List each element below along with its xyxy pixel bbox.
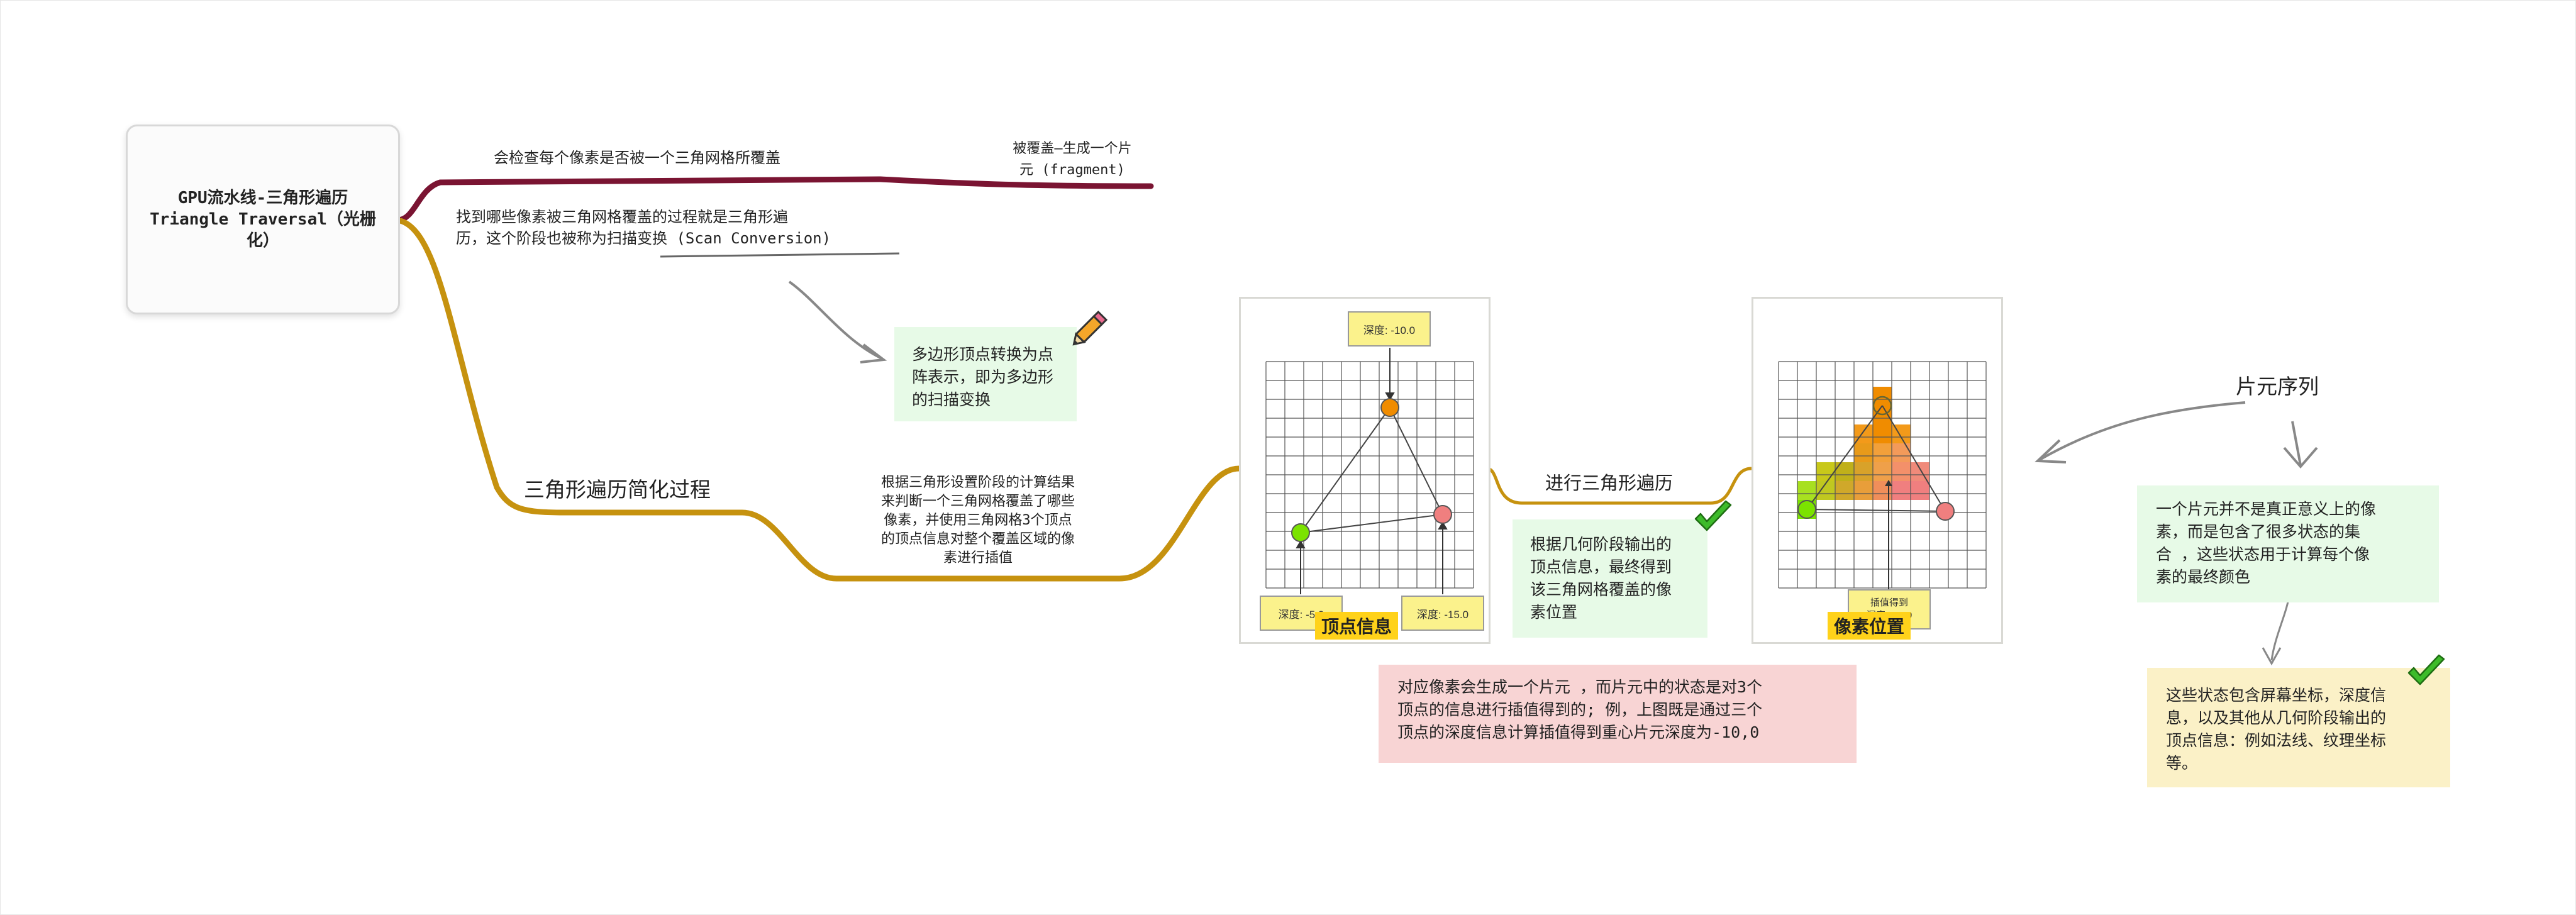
branch-bottom-title[interactable]: 三角形遍历简化过程 xyxy=(524,477,711,502)
note-states-line4: 等。 xyxy=(2166,754,2198,772)
note-states-line3: 顶点信息：例如法线、纹理坐标 xyxy=(2166,731,2387,750)
root-title-line3: 化） xyxy=(246,231,279,250)
pencil-icon xyxy=(1072,310,1108,346)
vertex-triangle-diagram xyxy=(1265,348,1474,594)
pixel-position-caption: 像素位置 xyxy=(1828,612,1911,640)
note-polygon-line1: 多边形顶点转换为点 xyxy=(912,345,1054,363)
covered-pixels xyxy=(1797,387,1929,519)
note-fragment-states[interactable]: 这些状态包含屏幕坐标，深度信 息，以及其他从几何阶段输出的 顶点信息：例如法线、… xyxy=(2147,668,2450,787)
note-geometry-line3: 该三角网格覆盖的像 xyxy=(1530,580,1672,599)
note-states-line1: 这些状态包含屏幕坐标，深度信 xyxy=(2166,686,2387,704)
pixel-position-image: 插值得到 深度: -10.0 像素位置 xyxy=(1752,297,2003,644)
branch-bottom-desc3: 像素，并使用三角网格3个顶点 xyxy=(884,513,1072,528)
checkmark-icon xyxy=(1694,500,1732,531)
vertex-info-image: 深度: -10.0 深度: -5.0 深度: -15.0 顶点信息 xyxy=(1239,297,1491,644)
arrow-fragment-down xyxy=(2291,421,2302,466)
arrow-to-polygon-note xyxy=(788,280,882,360)
branch-mid-underline xyxy=(660,252,900,258)
vertex-top xyxy=(1380,398,1399,417)
note-fragment-line4: 素的最终颜色 xyxy=(2156,568,2251,586)
note-polygon-line2: 阵表示，即为多边形 xyxy=(912,368,1054,386)
root-title-line1: GPU流水线-三角形遍历 xyxy=(177,189,348,208)
root-title-line2: Triangle Traversal（光栅 xyxy=(150,210,376,229)
branch-mid-line2: 历，这个阶段也被称为扫描变换 (Scan Conversion) xyxy=(456,230,831,247)
branch-top-child[interactable]: 被覆盖—生成一个片 元 (fragment) xyxy=(981,138,1163,181)
branch-top-label[interactable]: 会检查每个像素是否被一个三角网格所覆盖 xyxy=(494,149,780,167)
depth-label-right: 深度: -15.0 xyxy=(1401,596,1484,631)
traversal-connector xyxy=(1486,467,1752,505)
fragment-sequence-title[interactable]: 片元序列 xyxy=(2236,374,2319,399)
branch-bottom-desc1: 根据三角形设置阶段的计算结果 xyxy=(880,475,1075,491)
branch-bottom-desc4: 的顶点信息对整个覆盖区域的像 xyxy=(880,531,1075,547)
branch-mid-line1: 找到哪些像素被三角网格覆盖的过程就是三角形遍 xyxy=(456,208,788,226)
interpolated-label-line1: 插值得到 xyxy=(1870,597,1908,608)
root-topic-node[interactable]: GPU流水线-三角形遍历 Triangle Traversal（光栅 化） xyxy=(126,125,400,314)
note-pink-line2: 顶点的信息进行插值得到的; 例，上图既是通过三个 xyxy=(1397,701,1763,719)
branch-bottom-desc2: 来判断一个三角网格覆盖了哪些 xyxy=(880,494,1075,509)
note-fragment-line1: 一个片元并不是真正意义上的像 xyxy=(2156,500,2377,518)
note-geometry-line2: 顶点信息，最终得到 xyxy=(1530,558,1672,576)
note-polygon-line3: 的扫描变换 xyxy=(912,391,991,409)
note-fragment-definition[interactable]: 一个片元并不是真正意义上的像 素，而是包含了很多状态的集 合 ，这些状态用于计算… xyxy=(2137,485,2439,602)
checkmark-icon xyxy=(2407,654,2445,685)
label-pointers xyxy=(1296,348,1448,594)
triangle-edges xyxy=(1300,407,1443,533)
branch-bottom-desc5: 素进行插值 xyxy=(943,550,1013,566)
note-geometry-output[interactable]: 根据几何阶段输出的 顶点信息，最终得到 该三角网格覆盖的像 素位置 xyxy=(1513,519,1707,638)
vertex-left xyxy=(1291,523,1310,542)
note-fragment-interpolation[interactable]: 对应像素会生成一个片元 ，而片元中的状态是对3个 顶点的信息进行插值得到的; 例… xyxy=(1379,665,1857,763)
note-geometry-line4: 素位置 xyxy=(1530,603,1578,621)
branch-bottom-line xyxy=(394,217,1242,582)
vertex-right xyxy=(1433,505,1452,524)
branch-bottom-description[interactable]: 根据三角形设置阶段的计算结果 来判断一个三角网格覆盖了哪些 像素，并使用三角网格… xyxy=(852,474,1104,568)
branch-top-child-line2: 元 (fragment) xyxy=(1019,162,1125,178)
note-geometry-line1: 根据几何阶段输出的 xyxy=(1530,535,1672,553)
arrow-fragment-to-left xyxy=(2040,401,2246,460)
depth-label-top: 深度: -10.0 xyxy=(1348,311,1431,347)
note-pink-line3: 顶点的深度信息计算插值得到重心片元深度为-10,0 xyxy=(1397,723,1760,741)
branch-top-line xyxy=(394,176,1154,223)
note-fragment-line2: 素，而是包含了很多状态的集 xyxy=(2156,523,2361,541)
branch-top-child-line1: 被覆盖—生成一个片 xyxy=(1013,141,1132,157)
note-fragment-line3: 合 ，这些状态用于计算每个像 xyxy=(2156,545,2370,563)
branch-mid-text[interactable]: 找到哪些像素被三角网格覆盖的过程就是三角形遍 历，这个阶段也被称为扫描变换 (S… xyxy=(456,206,831,249)
note-states-line2: 息，以及其他从几何阶段输出的 xyxy=(2166,709,2387,727)
note-polygon-conversion[interactable]: 多边形顶点转换为点 阵表示，即为多边形 的扫描变换 xyxy=(894,327,1077,421)
traversal-label[interactable]: 进行三角形遍历 xyxy=(1545,472,1674,494)
pixel-coverage-diagram xyxy=(1778,361,1987,594)
vertex-info-caption: 顶点信息 xyxy=(1315,612,1399,640)
note-pink-line1: 对应像素会生成一个片元 ，而片元中的状态是对3个 xyxy=(1397,678,1763,696)
